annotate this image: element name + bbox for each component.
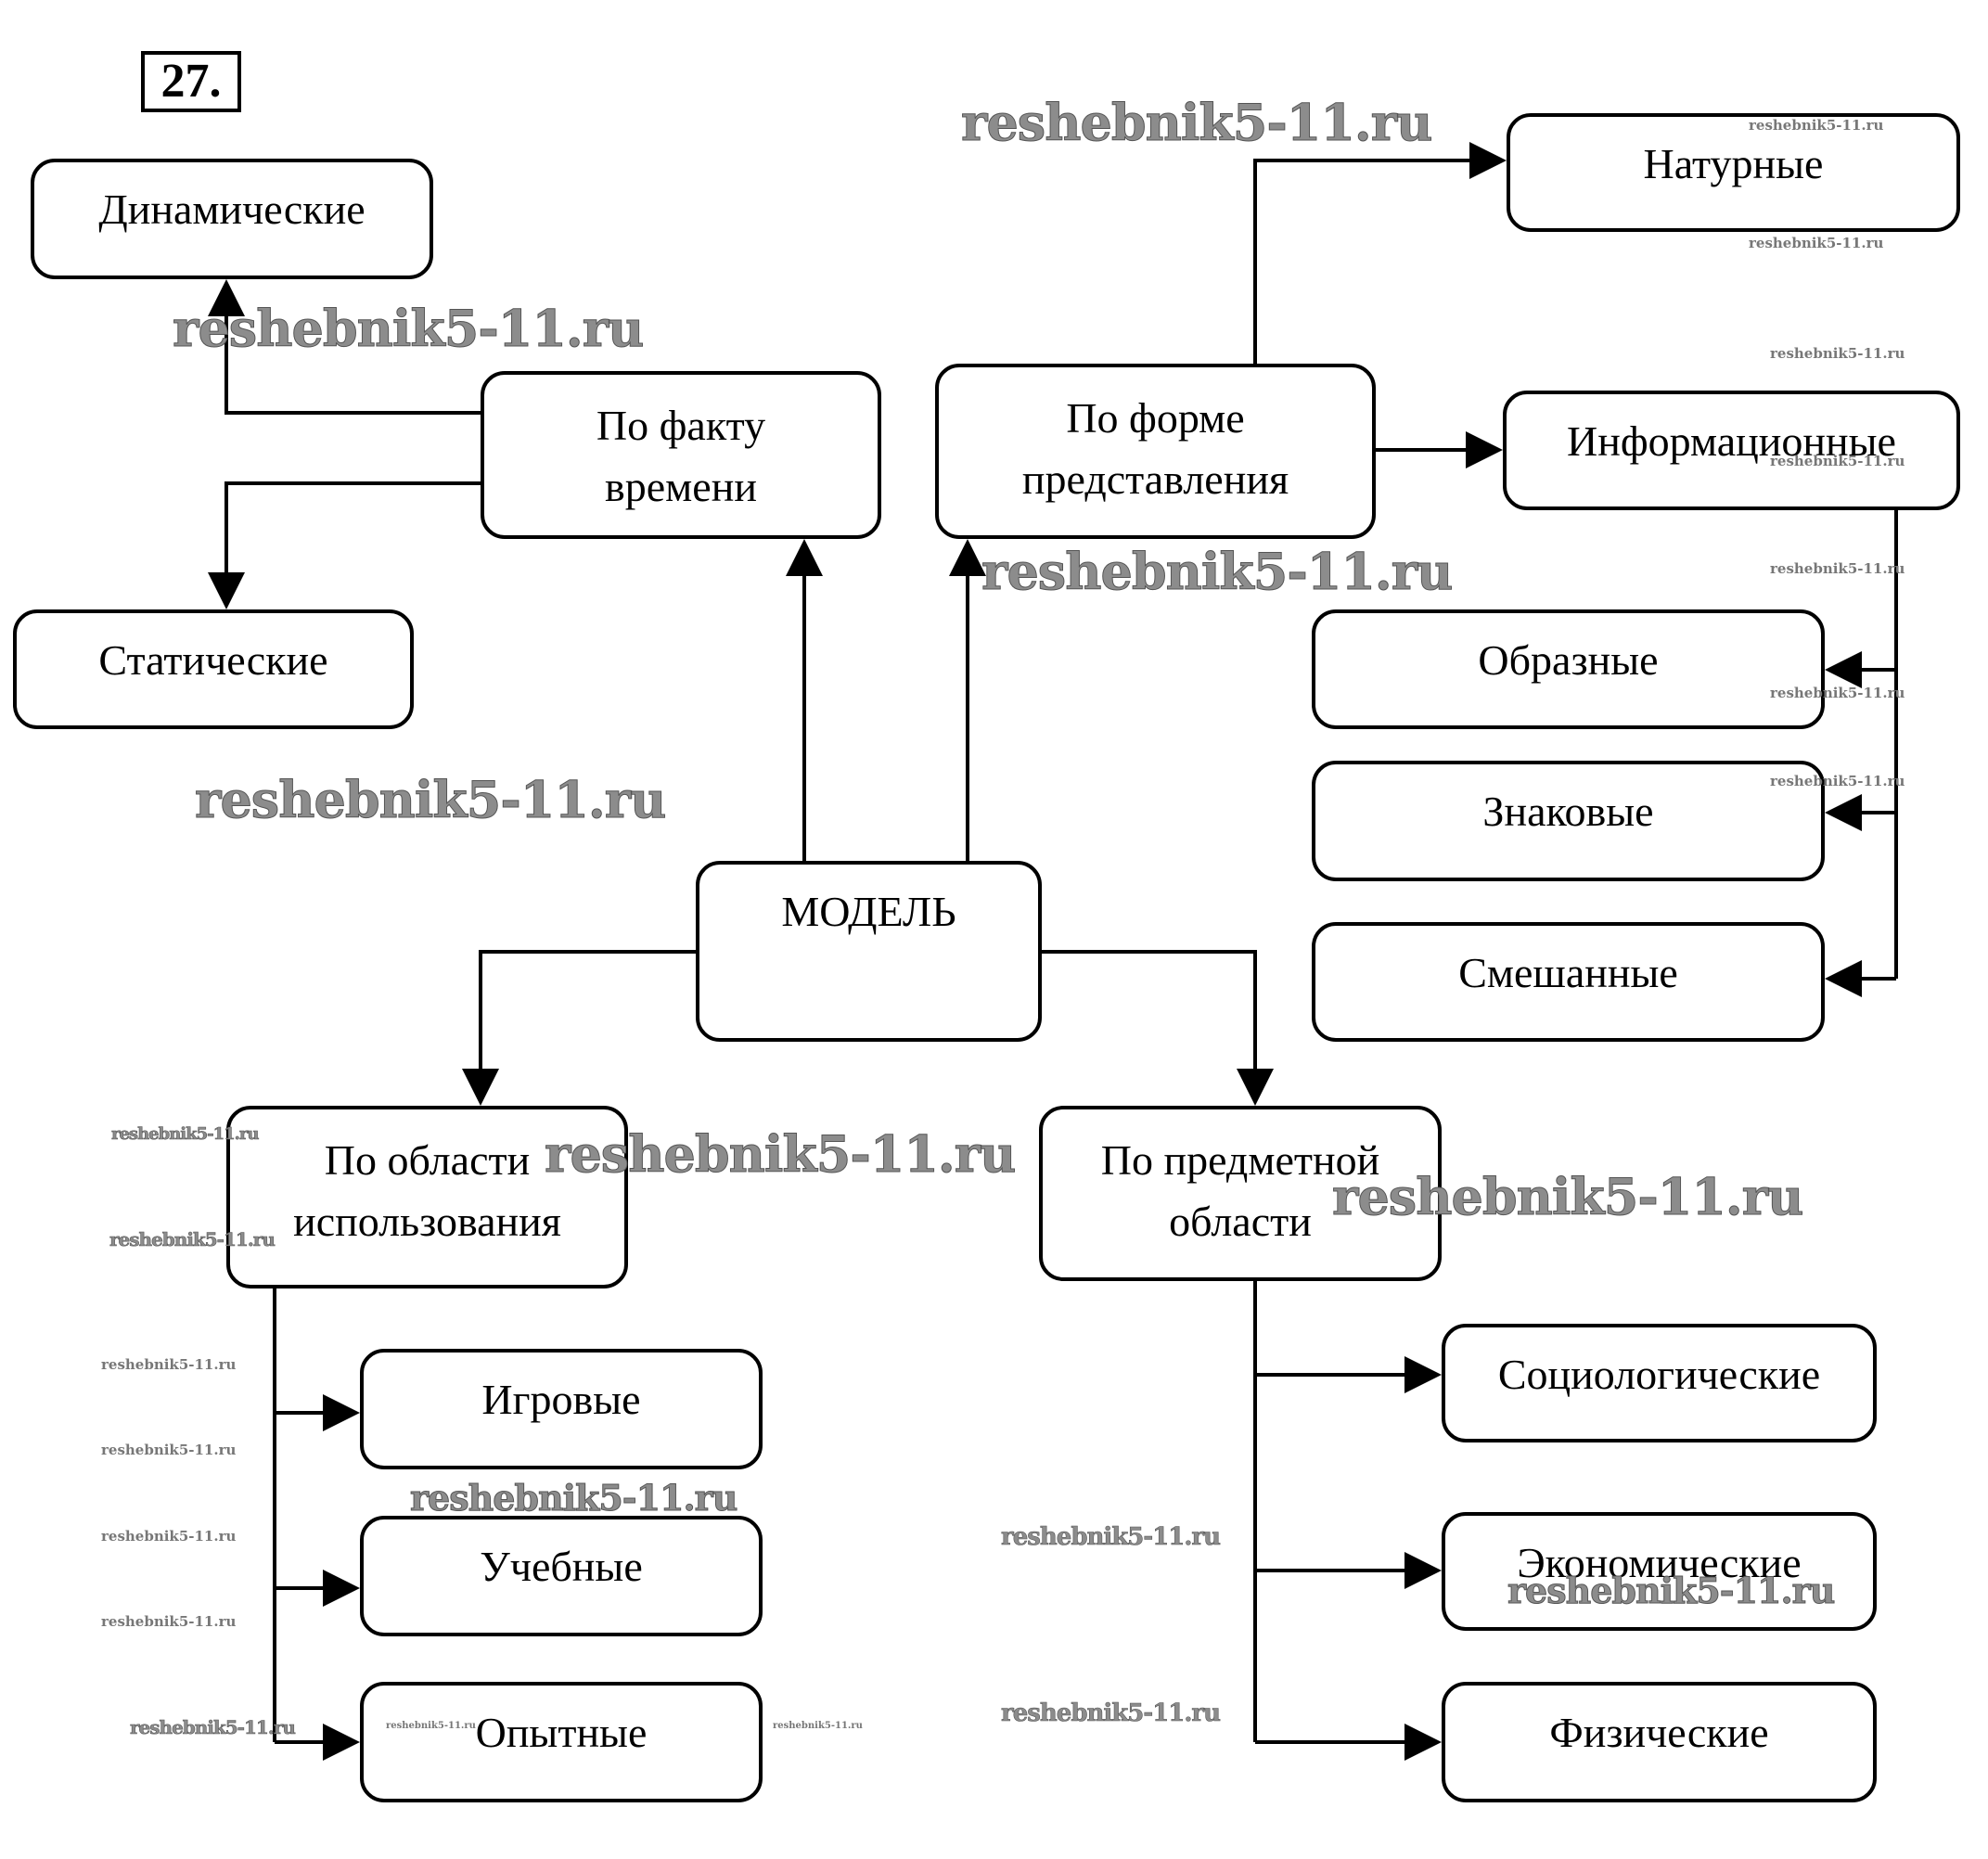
node-label: Опытные xyxy=(475,1709,648,1756)
watermark: reshebnik5-11.ru xyxy=(386,1721,476,1731)
watermark: reshebnik5-11.ru xyxy=(194,770,666,830)
watermark: reshebnik5-11.ru xyxy=(1770,560,1905,577)
watermark: reshebnik5-11.ru xyxy=(544,1124,1016,1185)
task-number: 27. xyxy=(141,51,241,112)
watermark: reshebnik5-11.ru xyxy=(1749,235,1884,251)
watermark: reshebnik5-11.ru xyxy=(109,1228,276,1251)
node-label: Социологические xyxy=(1497,1351,1821,1398)
node-label: Физические xyxy=(1549,1709,1769,1756)
watermark: reshebnik5-11.ru xyxy=(1001,1699,1222,1728)
watermark: reshebnik5-11.ru xyxy=(1770,345,1905,362)
node-informational: Информационные xyxy=(1503,391,1960,510)
watermark: reshebnik5-11.ru xyxy=(409,1477,737,1519)
watermark: reshebnik5-11.ru xyxy=(1770,453,1905,469)
node-label: По факту времени xyxy=(596,402,766,510)
watermark: reshebnik5-11.ru xyxy=(1507,1570,1835,1612)
node-by-form: По форме представления xyxy=(935,364,1376,539)
node-label: Статические xyxy=(98,636,328,684)
connector-model-to-subject xyxy=(1042,950,1274,1106)
node-label: Образные xyxy=(1478,636,1659,684)
watermark: reshebnik5-11.ru xyxy=(773,1721,863,1731)
node-mixed: Смешанные xyxy=(1312,922,1825,1042)
node-experimental: Опытные xyxy=(360,1682,763,1802)
node-game: Игровые xyxy=(360,1349,763,1469)
node-by-subject: По предметной области xyxy=(1039,1106,1442,1281)
watermark: reshebnik5-11.ru xyxy=(1001,1523,1222,1552)
node-static: Статические xyxy=(13,609,414,729)
watermark: reshebnik5-11.ru xyxy=(1331,1167,1803,1227)
node-label: По форме представления xyxy=(1021,394,1289,503)
watermark: reshebnik5-11.ru xyxy=(172,299,644,359)
node-by-usage: По области использования xyxy=(226,1106,628,1288)
node-educational: Учебные xyxy=(360,1516,763,1636)
watermark: reshebnik5-11.ru xyxy=(1749,117,1884,134)
watermark: reshebnik5-11.ru xyxy=(111,1124,260,1145)
node-economic: Экономические xyxy=(1442,1512,1877,1631)
node-label: По области использования xyxy=(293,1136,561,1245)
node-label: Смешанные xyxy=(1458,949,1678,996)
watermark: reshebnik5-11.ru xyxy=(101,1528,237,1545)
watermark: reshebnik5-11.ru xyxy=(101,1613,237,1630)
node-physical: Физические xyxy=(1442,1682,1877,1802)
connector-form-to-natural xyxy=(1253,142,1507,364)
watermark: reshebnik5-11.ru xyxy=(101,1442,237,1458)
node-label: По предметной области xyxy=(1100,1136,1380,1245)
watermark: reshebnik5-11.ru xyxy=(1770,773,1905,789)
node-model-root: МОДЕЛЬ xyxy=(696,861,1042,1042)
connector-model-to-usage xyxy=(462,950,696,1106)
connector-time-to-dynamic xyxy=(208,279,481,415)
node-label: Информационные xyxy=(1567,417,1896,465)
connector-time-to-static xyxy=(208,481,481,609)
node-by-time: По факту времени xyxy=(481,371,881,539)
node-label: Динамические xyxy=(98,186,366,233)
node-label: Игровые xyxy=(481,1376,641,1423)
watermark: reshebnik5-11.ru xyxy=(130,1716,296,1739)
watermark: reshebnik5-11.ru xyxy=(960,93,1432,153)
node-sociological: Социологические xyxy=(1442,1324,1877,1442)
node-label: МОДЕЛЬ xyxy=(781,888,956,935)
node-label: Натурные xyxy=(1643,140,1824,187)
node-symbolic: Знаковые xyxy=(1312,761,1825,881)
node-natural: Натурные xyxy=(1507,113,1960,232)
watermark: reshebnik5-11.ru xyxy=(1770,685,1905,701)
watermark: reshebnik5-11.ru xyxy=(981,542,1453,602)
watermark: reshebnik5-11.ru xyxy=(101,1356,237,1373)
node-label: Знаковые xyxy=(1482,788,1654,835)
node-figurative: Образные xyxy=(1312,609,1825,729)
node-label: Экономические xyxy=(1517,1539,1802,1586)
node-dynamic: Динамические xyxy=(31,159,433,279)
node-label: Учебные xyxy=(480,1543,643,1590)
